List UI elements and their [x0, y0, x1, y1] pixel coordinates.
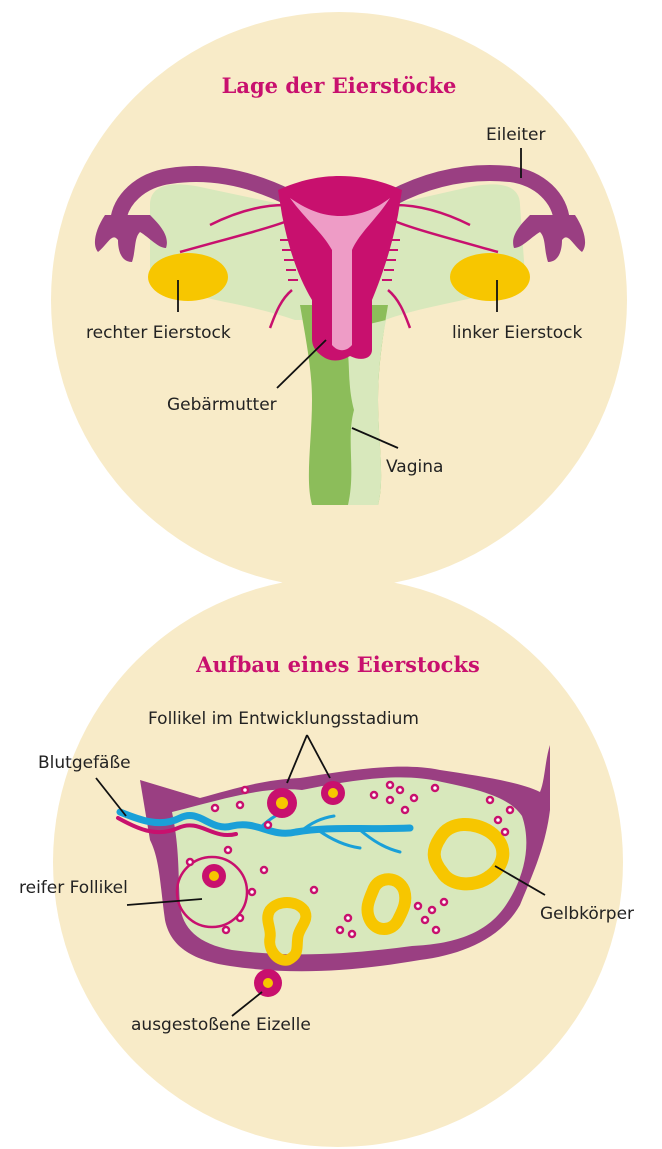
- right-ovary: [148, 253, 228, 301]
- left-ovary: [450, 253, 530, 301]
- top-title: Lage der Eierstöcke: [222, 73, 457, 98]
- label-eileiter: Eileiter: [486, 125, 545, 145]
- developing-follicle-2-egg: [328, 788, 338, 798]
- label-uterus: Gebärmutter: [167, 395, 277, 415]
- mature-follicle-oocyte-core: [209, 871, 219, 881]
- label-released-egg: ausgestoßene Eizelle: [131, 1015, 311, 1035]
- label-corpus-luteum: Gelbkörper: [540, 904, 634, 924]
- label-mature-follicle: reifer Follikel: [19, 878, 128, 898]
- label-right-ovary: rechter Eierstock: [86, 323, 231, 343]
- label-vagina: Vagina: [386, 457, 443, 477]
- developing-follicle-1-egg: [276, 797, 288, 809]
- released-egg-core: [263, 978, 273, 988]
- bottom-title: Aufbau eines Eierstocks: [195, 652, 480, 677]
- label-developing-follicles: Follikel im Entwicklungsstadium: [148, 709, 419, 729]
- label-left-ovary: linker Eierstock: [452, 323, 582, 343]
- label-blood-vessels: Blutgefäße: [38, 753, 131, 773]
